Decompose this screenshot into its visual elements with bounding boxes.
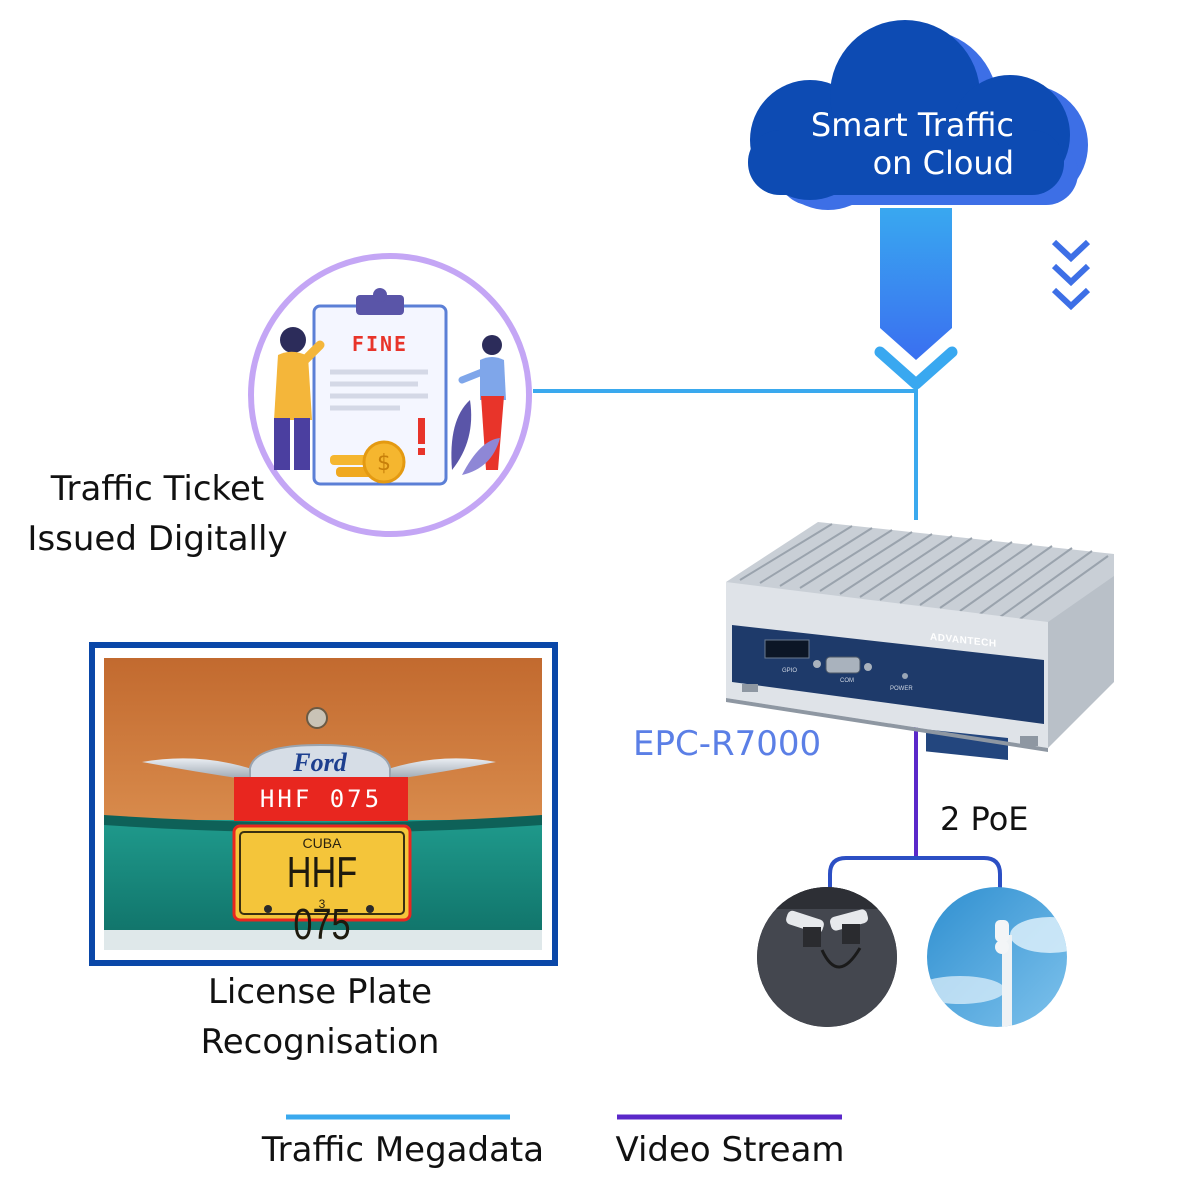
- poe-label: 2 PoE: [940, 800, 1029, 838]
- ticket-caption-line1: Traffic Ticket: [50, 469, 265, 509]
- chevrons-down-icon: [1051, 239, 1091, 311]
- camera-photo-pole: [927, 887, 1067, 1027]
- ford-badge: Ford: [293, 748, 347, 777]
- ticket-caption-line2: Issued Digitally: [27, 519, 288, 559]
- cloud-label-line1: Smart Traffic: [810, 106, 1014, 144]
- license-plate-photo: [89, 642, 558, 966]
- plate-country: CUBA: [302, 835, 342, 851]
- cloud-shape: [748, 20, 1088, 210]
- ticket-illustration: $: [248, 253, 532, 537]
- port-label-com: COM: [840, 678, 854, 684]
- port-label-gpio: GPIO: [782, 668, 798, 674]
- camera-branch-connector: [828, 856, 1002, 900]
- fine-text: FINE: [351, 332, 409, 356]
- device-image: [726, 522, 1114, 760]
- cloud-download-arrow: [874, 208, 958, 390]
- svg-text:$: $: [377, 451, 391, 476]
- lpr-caption-line1: License Plate: [207, 972, 433, 1012]
- port-label-power: POWER: [890, 686, 913, 692]
- legend-label-megadata: Traffic Megadata: [261, 1130, 545, 1170]
- lpr-caption: License Plate Recognisation: [160, 967, 480, 1067]
- cloud-label-line2: on Cloud: [872, 144, 1014, 182]
- camera-photo-wall: [757, 887, 897, 1027]
- data-line-connector: [533, 388, 918, 520]
- lpr-caption-line2: Recognisation: [200, 1022, 440, 1062]
- device-model-label: EPC-R7000: [633, 724, 822, 764]
- plate-small-number: 3: [318, 897, 326, 911]
- plate-recognition-banner: HHF 075: [234, 777, 408, 821]
- plate-number: HHF 075: [286, 848, 358, 949]
- ticket-caption: Traffic Ticket Issued Digitally: [0, 464, 315, 564]
- legend-label-video: Video Stream: [615, 1130, 845, 1170]
- cloud-label: Smart Traffic on Cloud: [768, 106, 1014, 182]
